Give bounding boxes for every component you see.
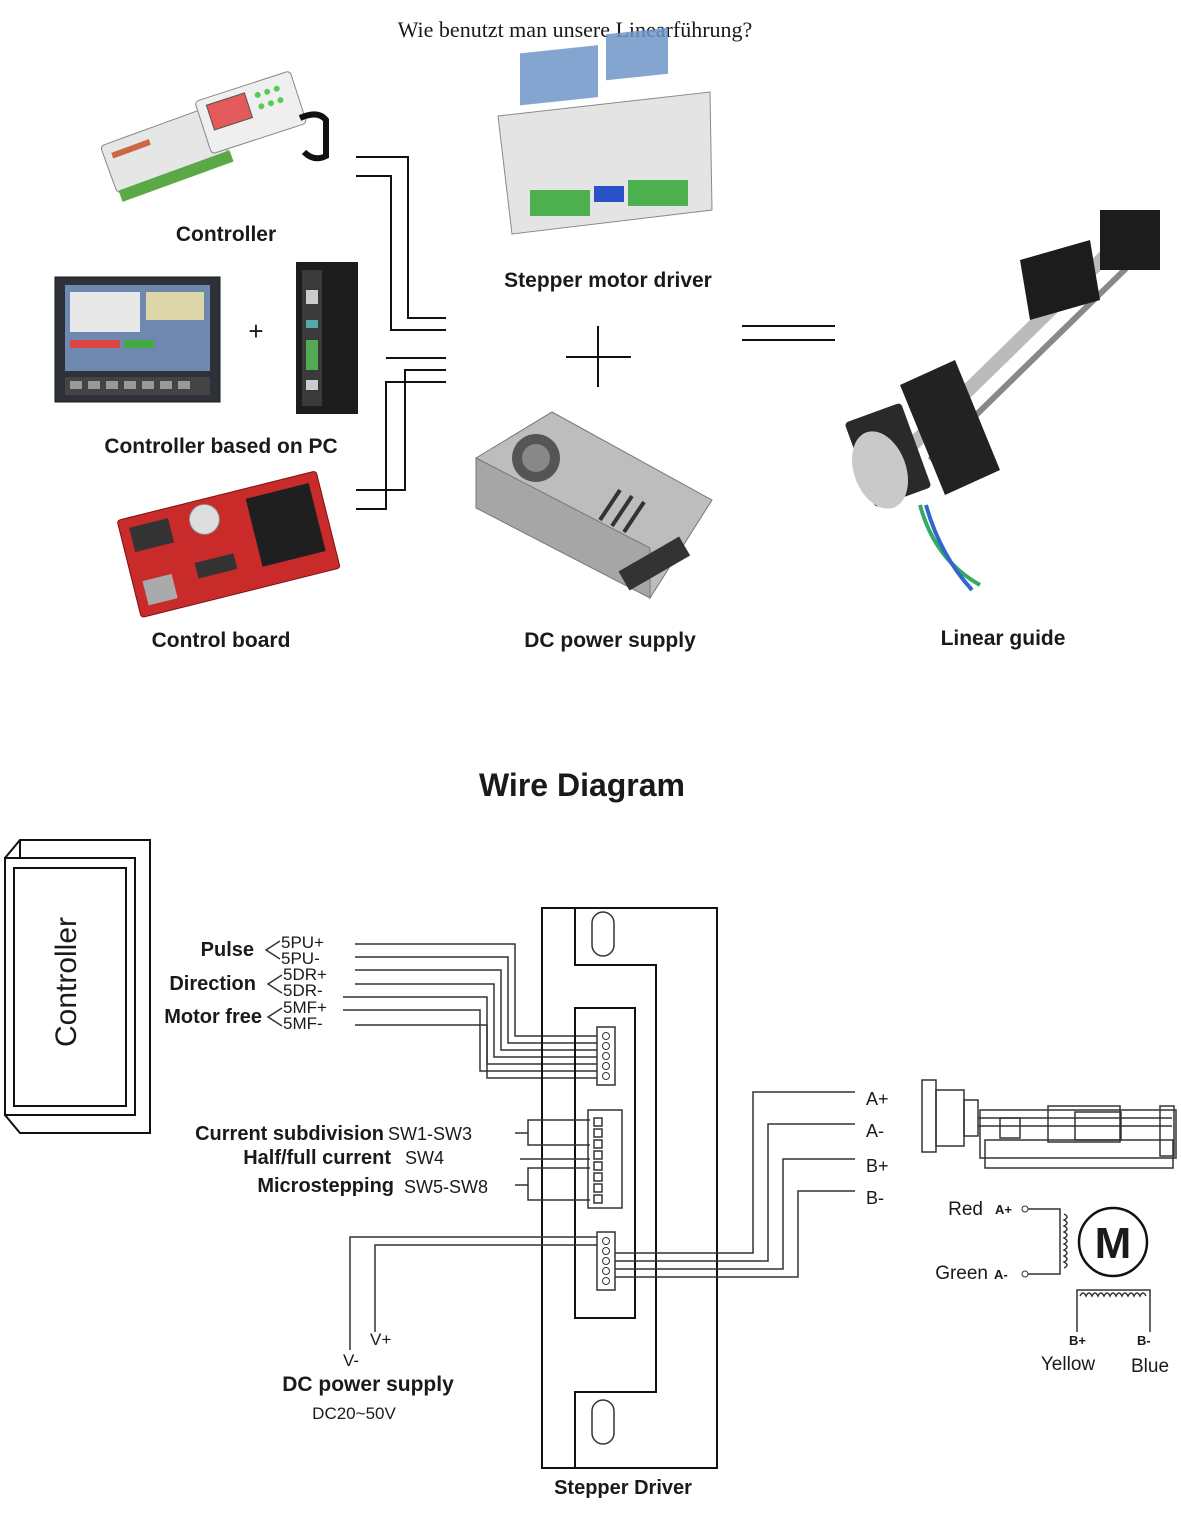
power-supply-caption: DC power supply <box>524 629 696 652</box>
motor-output-wires <box>615 1091 855 1278</box>
output-b-minus: B- <box>866 1188 884 1208</box>
output-a-plus: A+ <box>866 1089 889 1109</box>
output-b-plus: B+ <box>866 1156 889 1176</box>
control-board-image <box>117 471 341 618</box>
coil-b-plus: B+ <box>1069 1333 1086 1348</box>
dc-power-supply-label: DC power supply <box>282 1373 454 1396</box>
controller-device-image <box>100 71 329 202</box>
motor-free-label: Motor free <box>164 1006 262 1028</box>
stepper-driver-label: Stepper Driver <box>554 1477 692 1499</box>
half-full-current-label: Half/full current <box>243 1147 391 1169</box>
sw5-sw8-label: SW5-SW8 <box>404 1177 488 1197</box>
v-minus-label: V- <box>343 1351 359 1370</box>
signal-brackets <box>264 940 283 1027</box>
page-title: Wie benutzt man unsere Linearführung? <box>398 17 753 42</box>
dc-voltage-range: DC20~50V <box>312 1404 396 1423</box>
sw1-sw3-label: SW1-SW3 <box>388 1124 472 1144</box>
pc-controller-caption: Controller based on PC <box>104 435 337 458</box>
motor-terminal-block <box>596 1231 616 1291</box>
blue-wire-label: Blue <box>1131 1356 1169 1377</box>
control-board-caption: Control board <box>152 629 291 652</box>
hmi-screen-image <box>54 276 221 403</box>
direction-label: Direction <box>169 973 256 995</box>
pin-5mf-plus: 5MF+ <box>283 998 327 1017</box>
pin-5pu-plus: 5PU+ <box>281 933 324 952</box>
green-wire-label: Green <box>935 1263 988 1284</box>
source-connector-lines <box>356 156 446 510</box>
switch-brackets <box>515 1119 590 1201</box>
power-supply-image <box>475 411 713 599</box>
pin-5mf-minus: 5MF- <box>283 1014 323 1033</box>
output-a-minus: A- <box>866 1121 884 1141</box>
coil-a-minus: A- <box>994 1267 1008 1282</box>
v-plus-label: V+ <box>370 1330 391 1349</box>
pin-5dr-plus: 5DR+ <box>283 965 327 984</box>
linear-guide-caption: Linear guide <box>941 627 1066 650</box>
linear-guide-drawing <box>921 1079 1177 1169</box>
stepper-driver-image <box>497 27 713 235</box>
controller-box <box>4 839 151 1134</box>
dip-switch-block <box>587 1109 623 1209</box>
equals-symbol <box>742 325 835 341</box>
controller-caption: Controller <box>176 223 276 246</box>
wire-diagram-title: Wire Diagram <box>479 767 685 803</box>
red-wire-label: Red <box>948 1199 983 1220</box>
current-subdivision-label: Current subdivision <box>195 1123 384 1145</box>
microstepping-label: Microstepping <box>257 1175 394 1197</box>
power-wires <box>349 1236 597 1350</box>
linear-guide-image <box>845 210 1160 592</box>
pulse-label: Pulse <box>201 939 254 961</box>
coil-schematic <box>1021 1205 1151 1332</box>
motor-symbol: M <box>1095 1219 1132 1268</box>
controller-box-label: Controller <box>50 917 83 1047</box>
industrial-pc-image <box>296 262 358 414</box>
coil-a-plus: A+ <box>995 1202 1012 1217</box>
stepper-driver-caption: Stepper motor driver <box>504 269 712 292</box>
coil-b-minus: B- <box>1137 1333 1151 1348</box>
plus-symbol <box>566 326 631 387</box>
pin-5dr-minus: 5DR- <box>283 981 323 1000</box>
pc-join-plus: + <box>248 316 263 346</box>
sw4-label: SW4 <box>405 1148 444 1168</box>
signal-terminal-block <box>596 1026 616 1086</box>
pin-5pu-minus: 5PU- <box>281 949 320 968</box>
yellow-wire-label: Yellow <box>1041 1354 1096 1375</box>
signal-wires <box>343 943 597 1079</box>
stepper-driver-body <box>541 907 718 1469</box>
